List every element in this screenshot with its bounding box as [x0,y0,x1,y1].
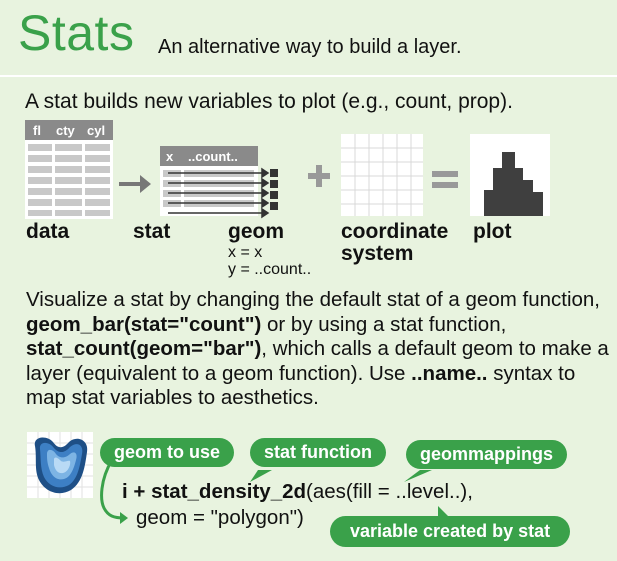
code-line-1: i + stat_density_2d(aes(fill = ..level..… [122,479,473,505]
plus-icon [308,165,330,187]
header-divider [0,75,617,77]
stat-table-icon: x ..count.. [160,146,270,219]
label-system: system [341,242,414,265]
label-plot: plot [473,220,512,243]
page-subtitle: An alternative way to build a layer. [158,36,462,58]
para-text-3: , which calls a default geom to make a l… [26,337,609,385]
code-name-syntax: ..name.. [411,361,488,385]
plot-icon [470,134,550,216]
label-coordinate: coordinate [341,220,449,243]
callout-geommappings: geommappings [406,440,568,469]
data-col-fl: fl [33,123,41,138]
stat-col-count: ..count.. [188,149,238,164]
intro-text: A stat builds new variables to plot (e.g… [25,90,513,113]
label-stat: stat [133,220,171,243]
coordinate-grid-icon [341,134,423,216]
code-args: (aes(fill = ..level..), [306,480,473,503]
code-geom-bar: geom_bar(stat="count") [26,312,262,336]
density-plot-icon [27,432,93,498]
data-table-icon: fl cty cyl [25,120,113,219]
arrow-right-icon [119,175,151,193]
callout-geom-to-use: geom to use [100,438,235,467]
callout-connectors [100,459,450,524]
stat-col-x: x [166,149,174,164]
callout-stat-function: stat function [250,438,386,467]
geom-mapping-y: y = ..count.. [228,261,312,278]
para-text-2: or by using a stat function, [261,312,507,336]
page-title: Stats [18,5,135,61]
equals-icon [432,171,458,188]
description-paragraph: Visualize a stat by changing the default… [26,288,611,411]
data-col-cty: cty [56,123,76,138]
stat-pipeline-diagram: fl cty cyl x ..count.. [25,120,550,219]
para-text-1: Visualize a stat by changing the default… [26,288,600,311]
data-col-cyl: cyl [87,123,105,138]
code-example: i + stat_density_2d(aes(fill = ..level..… [122,479,473,531]
callout-variable-created: variable created by stat [330,516,571,547]
label-data: data [26,220,70,243]
para-text-4: syntax to map stat variables to aestheti… [26,361,576,410]
geom-mapping-x: x = x [228,244,263,261]
label-geom: geom [228,220,285,243]
code-prefix: i + [122,480,152,503]
geom-squares-icon [270,169,278,210]
code-line-2: geom = "polygon") [136,506,304,529]
code-stat-count: stat_count(geom="bar") [26,337,262,360]
code-function: stat_density_2d [151,480,307,503]
